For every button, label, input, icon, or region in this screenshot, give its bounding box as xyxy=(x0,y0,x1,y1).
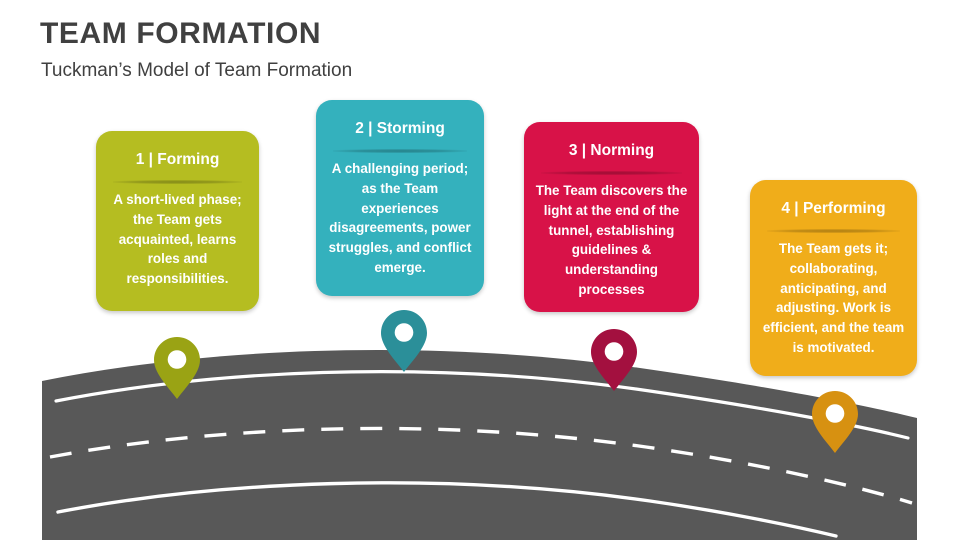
stage-title-forming: 1 | Forming xyxy=(135,151,220,168)
pin-hole xyxy=(394,323,414,342)
page-subtitle: Tuckman’s Model of Team Formation xyxy=(41,60,353,81)
map-pin-performing[interactable] xyxy=(812,391,858,453)
map-pin-storming[interactable] xyxy=(381,310,427,372)
stage-card-forming[interactable]: 1 | Forming A short-lived phase; the Tea… xyxy=(96,131,259,311)
stage-body-norming: The Team discovers the light at the end … xyxy=(535,183,688,297)
pin-hole xyxy=(167,350,187,369)
stage-divider-norming xyxy=(541,171,682,176)
stage-body-storming: A challenging period; as the Team experi… xyxy=(328,161,472,275)
pin-hole xyxy=(604,342,624,361)
stage-body-forming: A short-lived phase; the Team gets acqua… xyxy=(113,192,242,287)
road-center-dashes xyxy=(49,426,913,505)
stage-divider-performing xyxy=(767,229,900,234)
stage-card-norming[interactable]: 3 | Norming The Team discovers the light… xyxy=(524,122,699,312)
page-title: TEAM FORMATION xyxy=(40,17,322,50)
road-edge-line-bottom xyxy=(56,481,838,538)
stage-title-performing: 4 | Performing xyxy=(781,200,886,217)
map-pin-norming[interactable] xyxy=(591,329,637,391)
stage-card-performing[interactable]: 4 | Performing The Team gets it; collabo… xyxy=(750,180,917,376)
stage-title-storming: 2 | Storming xyxy=(355,120,445,137)
map-pin-forming[interactable] xyxy=(154,337,200,399)
stage-title-norming: 3 | Norming xyxy=(568,142,655,159)
pin-hole xyxy=(825,404,845,423)
stage-divider-storming xyxy=(333,149,467,154)
stage-body-performing: The Team gets it; collaborating, anticip… xyxy=(762,241,905,355)
stage-card-storming[interactable]: 2 | Storming A challenging period; as th… xyxy=(316,100,484,296)
stage-divider-forming xyxy=(113,180,242,185)
